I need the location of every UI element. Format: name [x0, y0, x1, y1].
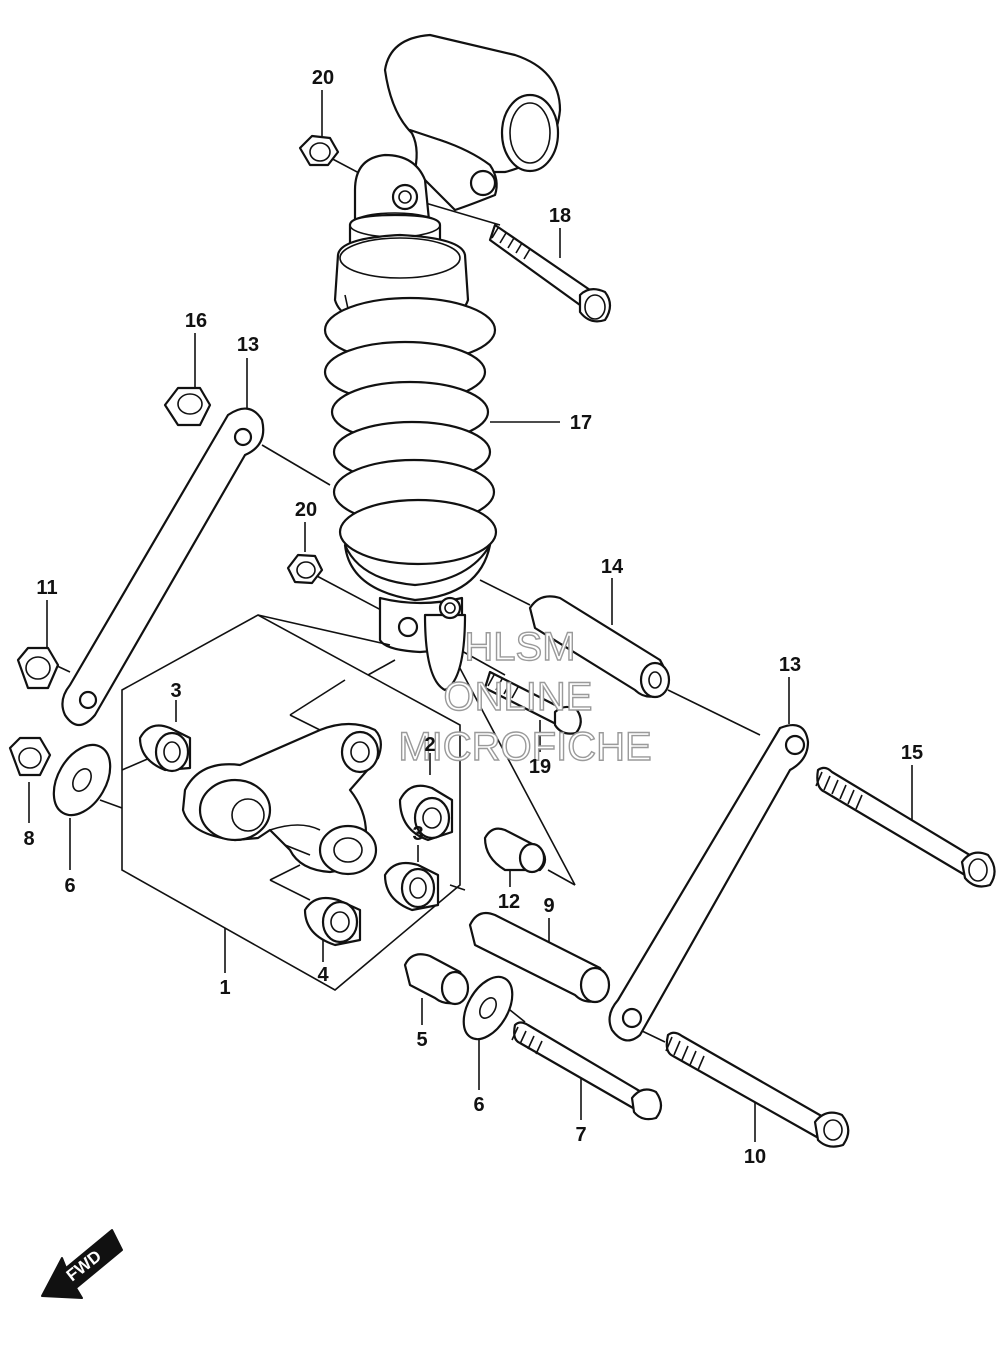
- spacer-5[interactable]: [403, 953, 470, 1006]
- cushion-lever-box: [121, 614, 461, 991]
- callout-6-lower[interactable]: 6: [473, 1094, 484, 1116]
- nut-8[interactable]: [8, 736, 52, 777]
- nut-20-lower[interactable]: [286, 553, 324, 585]
- washer-6-left[interactable]: [42, 735, 122, 825]
- watermark-line-2: ONLINE: [444, 675, 593, 719]
- callout-3-lower[interactable]: 3: [412, 823, 423, 845]
- bolt-7[interactable]: [511, 1021, 663, 1121]
- callout-4[interactable]: 4: [317, 964, 329, 986]
- callout-20-top[interactable]: 20: [312, 67, 334, 89]
- callout-14[interactable]: 14: [601, 556, 624, 578]
- callout-6-left[interactable]: 6: [64, 875, 75, 897]
- forward-direction-arrow: FWD: [41, 1229, 123, 1299]
- callout-12[interactable]: 12: [498, 891, 520, 913]
- callout-7[interactable]: 7: [575, 1124, 586, 1146]
- washer-6-lower[interactable]: [454, 969, 523, 1048]
- callout-19[interactable]: 19: [529, 756, 551, 778]
- callout-11[interactable]: 11: [36, 577, 57, 599]
- nut-11[interactable]: [16, 646, 60, 690]
- callout-1[interactable]: 1: [219, 977, 230, 999]
- spacer-12[interactable]: [483, 827, 547, 874]
- bearing-4[interactable]: [303, 896, 362, 947]
- bolt-10[interactable]: [665, 1031, 850, 1148]
- nut-16[interactable]: [163, 386, 212, 427]
- callout-8[interactable]: 8: [23, 828, 34, 850]
- bearing-3-lower[interactable]: [383, 861, 440, 912]
- link-rod-13-left[interactable]: [61, 407, 265, 727]
- callout-20-lower[interactable]: 20: [295, 499, 317, 521]
- bearing-2[interactable]: [398, 784, 454, 842]
- callout-5[interactable]: 5: [416, 1029, 427, 1051]
- callout-16[interactable]: 16: [185, 310, 207, 332]
- callout-2[interactable]: 2: [424, 734, 435, 756]
- watermark-line-3: MICROFICHE: [398, 725, 651, 769]
- callout-13-right[interactable]: 13: [779, 654, 801, 676]
- bolt-18[interactable]: [488, 223, 612, 323]
- callout-leaders: [28, 90, 913, 1142]
- bolt-19[interactable]: [483, 670, 582, 735]
- callout-numbers: 20 18 16 13 17 20 14 11 3 2 19 13 15 8 6…: [23, 67, 923, 1168]
- callout-13-left[interactable]: 13: [237, 334, 259, 356]
- link-rod-13-right[interactable]: [608, 724, 810, 1042]
- bearing-3-top[interactable]: [138, 724, 192, 773]
- cushion-lever-1[interactable]: [181, 722, 382, 876]
- callout-3-top[interactable]: 3: [170, 680, 181, 702]
- callout-17[interactable]: 17: [570, 412, 592, 434]
- rear-shock-absorber[interactable]: [323, 33, 562, 692]
- watermark: HLSM ONLINE MICROFICHE: [398, 624, 653, 769]
- callout-9[interactable]: 9: [543, 895, 554, 917]
- callout-18[interactable]: 18: [549, 205, 571, 227]
- nut-20-top[interactable]: [298, 134, 340, 167]
- bolt-15[interactable]: [815, 766, 996, 888]
- watermark-line-1: HLSM: [464, 625, 575, 669]
- callout-10[interactable]: 10: [744, 1146, 766, 1168]
- callout-15[interactable]: 15: [901, 742, 923, 764]
- collar-9[interactable]: [468, 911, 611, 1004]
- collar-14[interactable]: [528, 595, 671, 699]
